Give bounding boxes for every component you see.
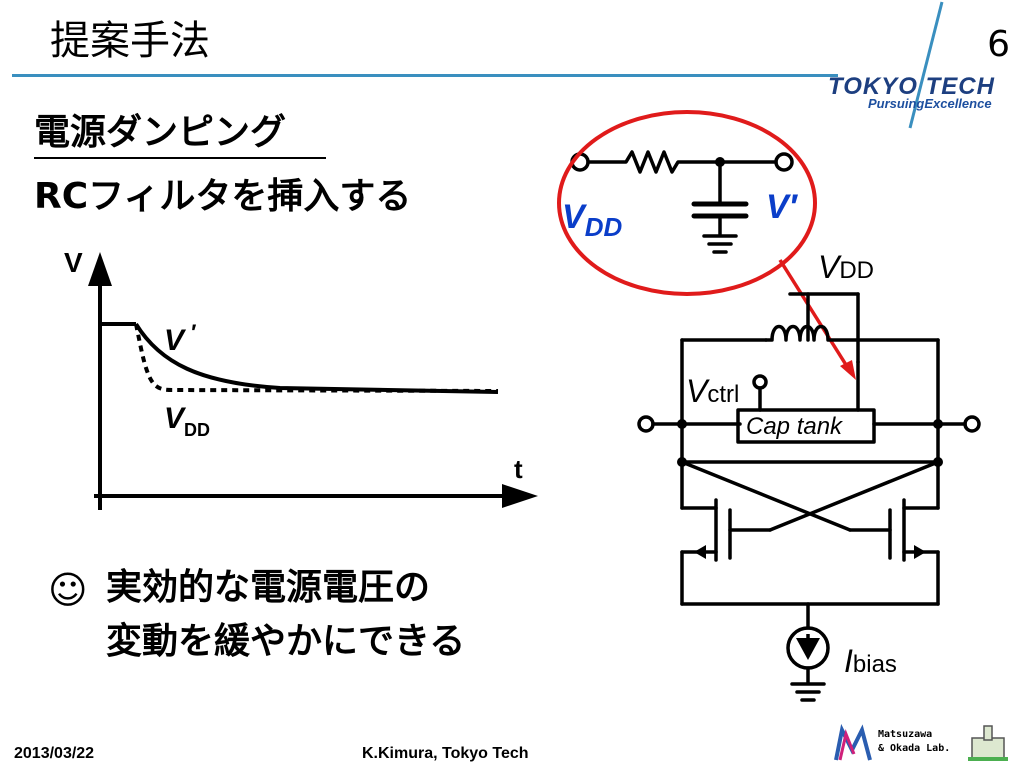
graph-x-label: t xyxy=(514,454,523,484)
brand-slash-decoration xyxy=(908,1,944,129)
transistor-left-arrow xyxy=(694,545,706,559)
vco-circuit-diagram: VDD V′ xyxy=(557,110,981,702)
title-underline xyxy=(12,74,838,77)
rc-output-terminal xyxy=(774,152,794,172)
footer-author: K.Kimura, Tokyo Tech xyxy=(362,745,529,762)
smiley-bullet-icon: ☺ xyxy=(48,568,88,612)
cap-tank-label: Cap tank xyxy=(746,413,844,440)
graph-y-label: V xyxy=(64,247,83,278)
building-icon xyxy=(968,725,1008,761)
curve-label-vdd: VDD xyxy=(164,402,210,440)
callout-pointer-head xyxy=(840,360,856,380)
vctrl-terminal xyxy=(752,374,768,390)
graph-y-arrowhead xyxy=(88,252,112,286)
rc-node-dot xyxy=(715,157,725,167)
slide-number: 6 xyxy=(987,24,1010,65)
footer-date: 2013/03/22 xyxy=(14,745,95,762)
callout-pointer xyxy=(778,259,850,369)
bullet-line-2: 変動を緩やかにできる xyxy=(106,621,466,662)
rc-label-v-prime: V′ xyxy=(766,188,799,226)
slide-title: 提案手法 xyxy=(50,18,210,64)
voltage-time-graph: V t V′ VDD xyxy=(64,247,538,510)
bullet-line-1: 実効的な電源電圧の xyxy=(106,567,431,608)
graph-x-arrowhead xyxy=(502,484,538,508)
circuit-label-ibias: Ibias xyxy=(844,643,897,679)
section-heading: 電源ダンピング xyxy=(34,112,287,153)
brand-tagline: PursuingExcellence xyxy=(868,96,992,111)
rc-filter-callout xyxy=(557,110,817,296)
lab-logo: Matsuzawa & Okada Lab. xyxy=(832,724,1008,764)
graph-curve-vdd xyxy=(134,323,499,393)
current-source-arrow xyxy=(796,638,820,660)
lab-m-logo-icon xyxy=(834,724,872,761)
rc-resistor xyxy=(586,150,778,174)
circuit-label-vdd: VDD xyxy=(818,249,874,285)
lab-name: Matsuzawa & Okada Lab. xyxy=(878,729,951,754)
rc-label-vdd: VDD xyxy=(562,198,622,242)
output-terminal-left xyxy=(637,415,655,433)
tank-inductor xyxy=(764,324,860,342)
transistor-right-arrow xyxy=(914,545,926,559)
graph-curve-v-prime xyxy=(134,322,499,394)
curve-label-v-prime: V′ xyxy=(164,320,197,357)
tokyo-tech-logo: TOKYO TECH PursuingExcellence xyxy=(824,74,1004,114)
cross-wire-1 xyxy=(768,460,940,532)
circuit-label-vctrl: Vctrl xyxy=(686,373,739,409)
cap-tank-box xyxy=(736,408,876,444)
output-terminal-right xyxy=(963,415,981,433)
cross-wire-2 xyxy=(680,460,852,532)
brand-name: TOKYO TECH xyxy=(828,73,995,100)
heading-underline xyxy=(34,157,326,159)
section-subheading: RCフィルタを挿入する xyxy=(34,176,412,217)
